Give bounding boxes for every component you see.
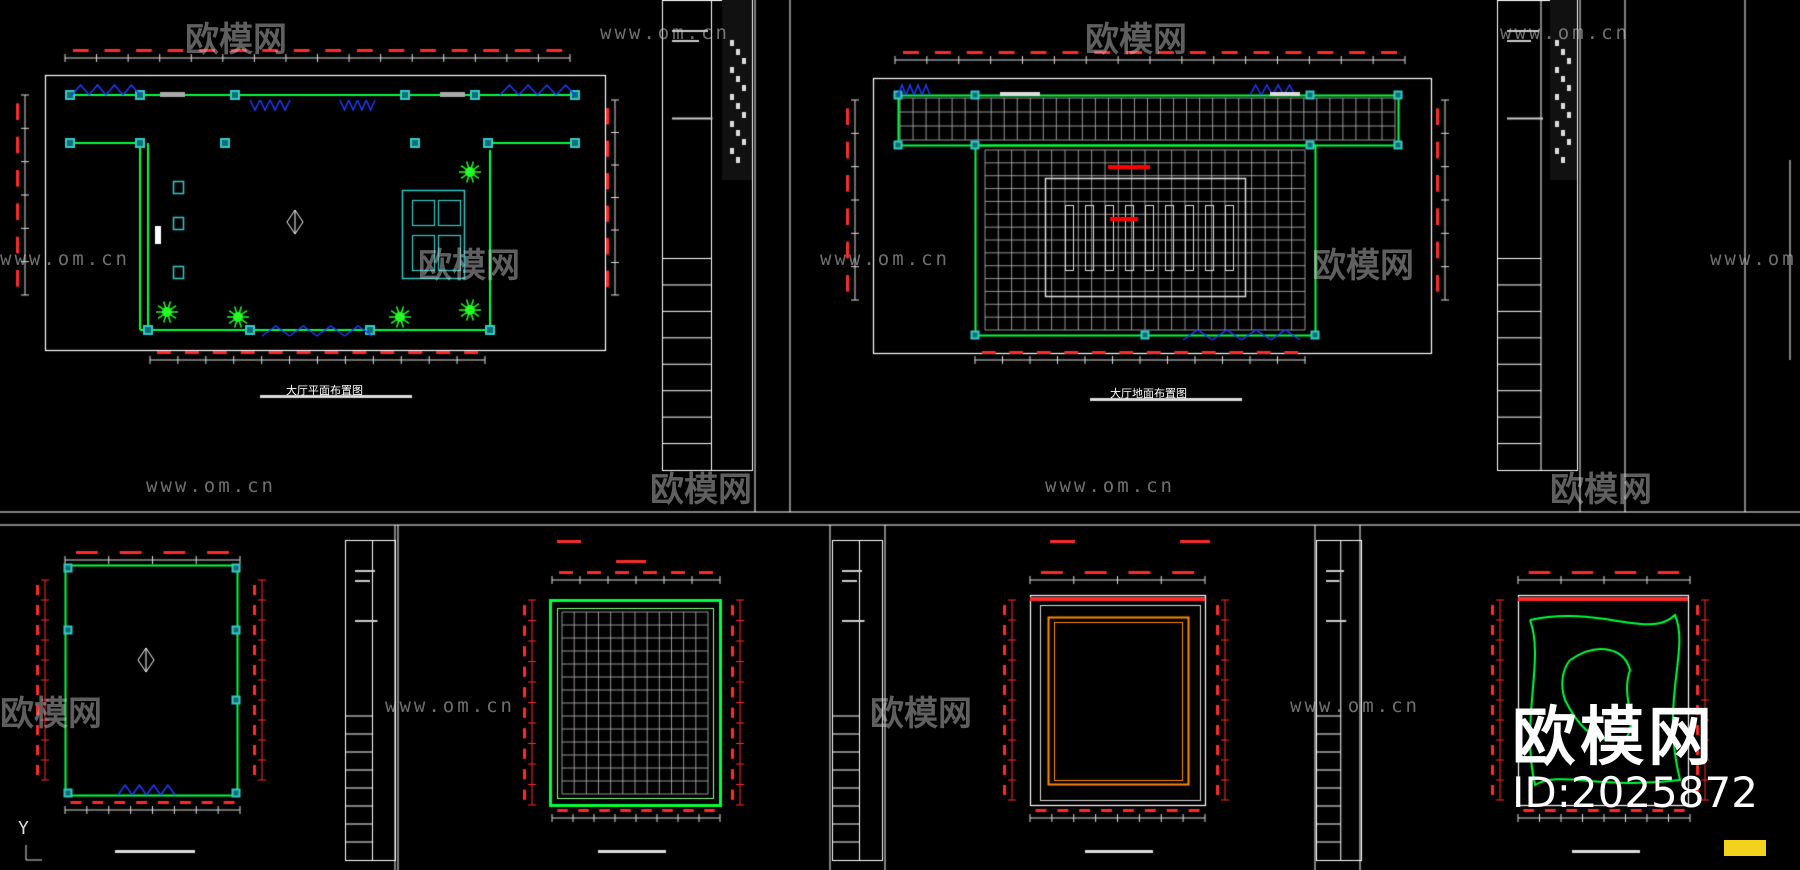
watermark-url: www.om.cn xyxy=(600,22,730,44)
watermark-url: www.om.cn xyxy=(1290,695,1420,717)
plan-title-hall-layout: 大厅平面布置图 xyxy=(286,384,363,397)
watermark-logo: 欧模网 xyxy=(185,20,287,60)
watermark-url: www.om.cn xyxy=(1500,22,1630,44)
watermark-logo: 欧模网 xyxy=(0,694,102,734)
plan-title-hall-floor: 大厅地面布置图 xyxy=(1110,387,1187,400)
watermark-logo: 欧模网 xyxy=(1550,470,1652,510)
watermark-url: www.om.cn xyxy=(820,248,950,270)
yellow-stamp-badge xyxy=(1724,840,1766,856)
ucs-axis-icon: Y xyxy=(18,818,29,839)
watermark-logo: 欧模网 xyxy=(870,694,972,734)
watermark-logo: 欧模网 xyxy=(1312,246,1414,286)
watermark-logo: 欧模网 xyxy=(418,246,520,286)
watermark-logo: 欧模网 xyxy=(650,470,752,510)
watermark-url: www.om.cn xyxy=(1710,248,1800,270)
watermark-url: www.om.cn xyxy=(0,248,130,270)
brand-id-label: ID:2025872 xyxy=(1512,768,1758,817)
watermark-url: www.om.cn xyxy=(146,475,276,497)
watermark-url: www.om.cn xyxy=(1045,475,1175,497)
watermark-logo: 欧模网 xyxy=(1085,20,1187,60)
brand-logo-overlay: 欧模网 xyxy=(1512,701,1716,775)
watermark-url: www.om.cn xyxy=(385,695,515,717)
